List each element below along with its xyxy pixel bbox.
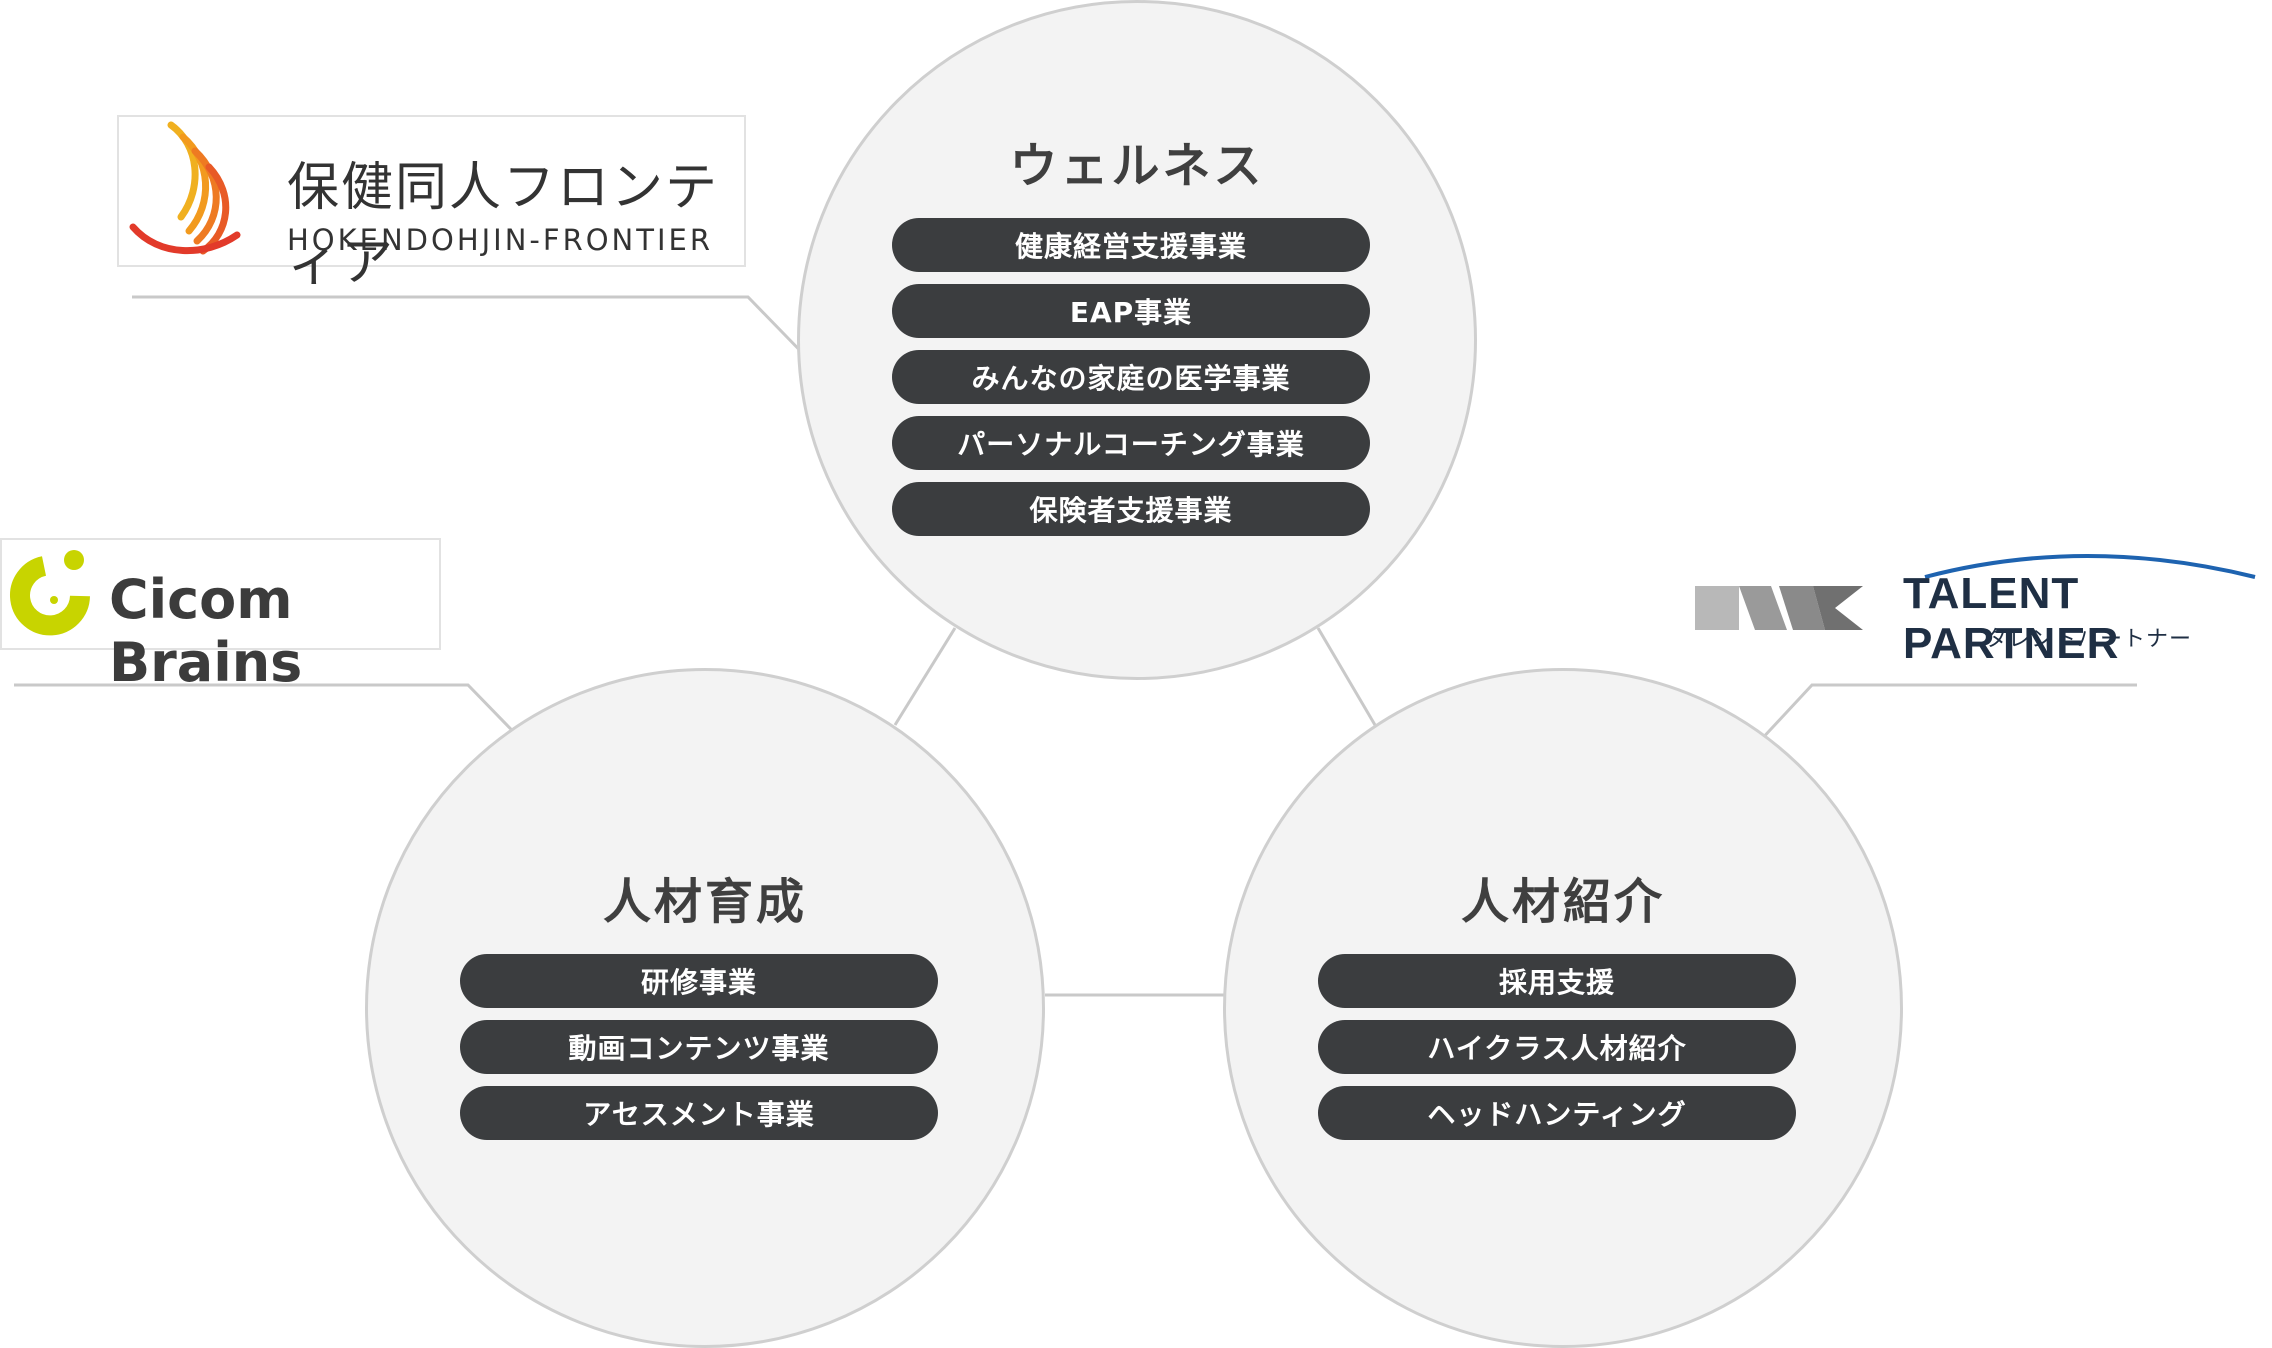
wellness-circle: ウェルネス 健康経営支援事業 EAP事業 みんなの家庭の医学事業 パーソナルコー… bbox=[797, 0, 1477, 680]
service-pill: アセスメント事業 bbox=[460, 1086, 938, 1140]
training-circle: 人材育成 研修事業 動画コンテンツ事業 アセスメント事業 bbox=[365, 668, 1045, 1348]
service-pill: 動画コンテンツ事業 bbox=[460, 1020, 938, 1074]
hokendohjin-jp-name: 保健同人フロンティア bbox=[287, 158, 720, 293]
training-title: 人材育成 bbox=[602, 874, 807, 930]
cicom-mark-icon bbox=[10, 550, 90, 636]
service-pill: 健康経営支援事業 bbox=[892, 218, 1370, 272]
service-pill: 採用支援 bbox=[1318, 954, 1796, 1008]
cicom-brains-logo: Cicom Brains bbox=[0, 538, 441, 694]
service-pill: 研修事業 bbox=[460, 954, 938, 1008]
hokendohjin-en-name: HOKENDOHJIN-FRONTIER bbox=[287, 223, 713, 257]
placement-title: 人材紹介 bbox=[1460, 874, 1665, 930]
hokendohjin-logo: 保健同人フロンティア HOKENDOHJIN-FRONTIER bbox=[117, 115, 746, 293]
mwk-mark-icon bbox=[1695, 586, 1863, 630]
placement-circle: 人材紹介 採用支援 ハイクラス人材紹介 ヘッドハンティング bbox=[1223, 668, 1903, 1348]
leader-line-hokendohjin bbox=[132, 295, 820, 371]
flame-icon bbox=[129, 121, 241, 255]
placement-services: 採用支援 ハイクラス人材紹介 ヘッドハンティング bbox=[1318, 954, 1796, 1140]
talent-partner-kana: タレントパートナー bbox=[1985, 627, 2193, 652]
connector-wellness-placement bbox=[1316, 627, 1377, 726]
service-pill: パーソナルコーチング事業 bbox=[892, 416, 1370, 470]
talent-partner-name: TALENT PARTNER bbox=[1903, 569, 2120, 668]
leader-line-talent bbox=[1743, 683, 2137, 759]
cicom-brains-name: Cicom Brains bbox=[109, 568, 303, 694]
service-pill: みんなの家庭の医学事業 bbox=[892, 350, 1370, 404]
wellness-services: 健康経営支援事業 EAP事業 みんなの家庭の医学事業 パーソナルコーチング事業 … bbox=[892, 218, 1370, 536]
arc-icon bbox=[1924, 554, 2256, 579]
service-pill: ハイクラス人材紹介 bbox=[1318, 1020, 1796, 1074]
service-pill: ヘッドハンティング bbox=[1318, 1086, 1796, 1140]
connector-wellness-training bbox=[893, 627, 957, 726]
talent-partner-logo: TALENT PARTNER タレントパートナー bbox=[1695, 545, 2272, 668]
service-pill: 保険者支援事業 bbox=[892, 482, 1370, 536]
training-services: 研修事業 動画コンテンツ事業 アセスメント事業 bbox=[460, 954, 938, 1140]
service-pill: EAP事業 bbox=[892, 284, 1370, 338]
wellness-title: ウェルネス bbox=[1009, 138, 1265, 194]
leader-line-cicom bbox=[14, 683, 540, 759]
